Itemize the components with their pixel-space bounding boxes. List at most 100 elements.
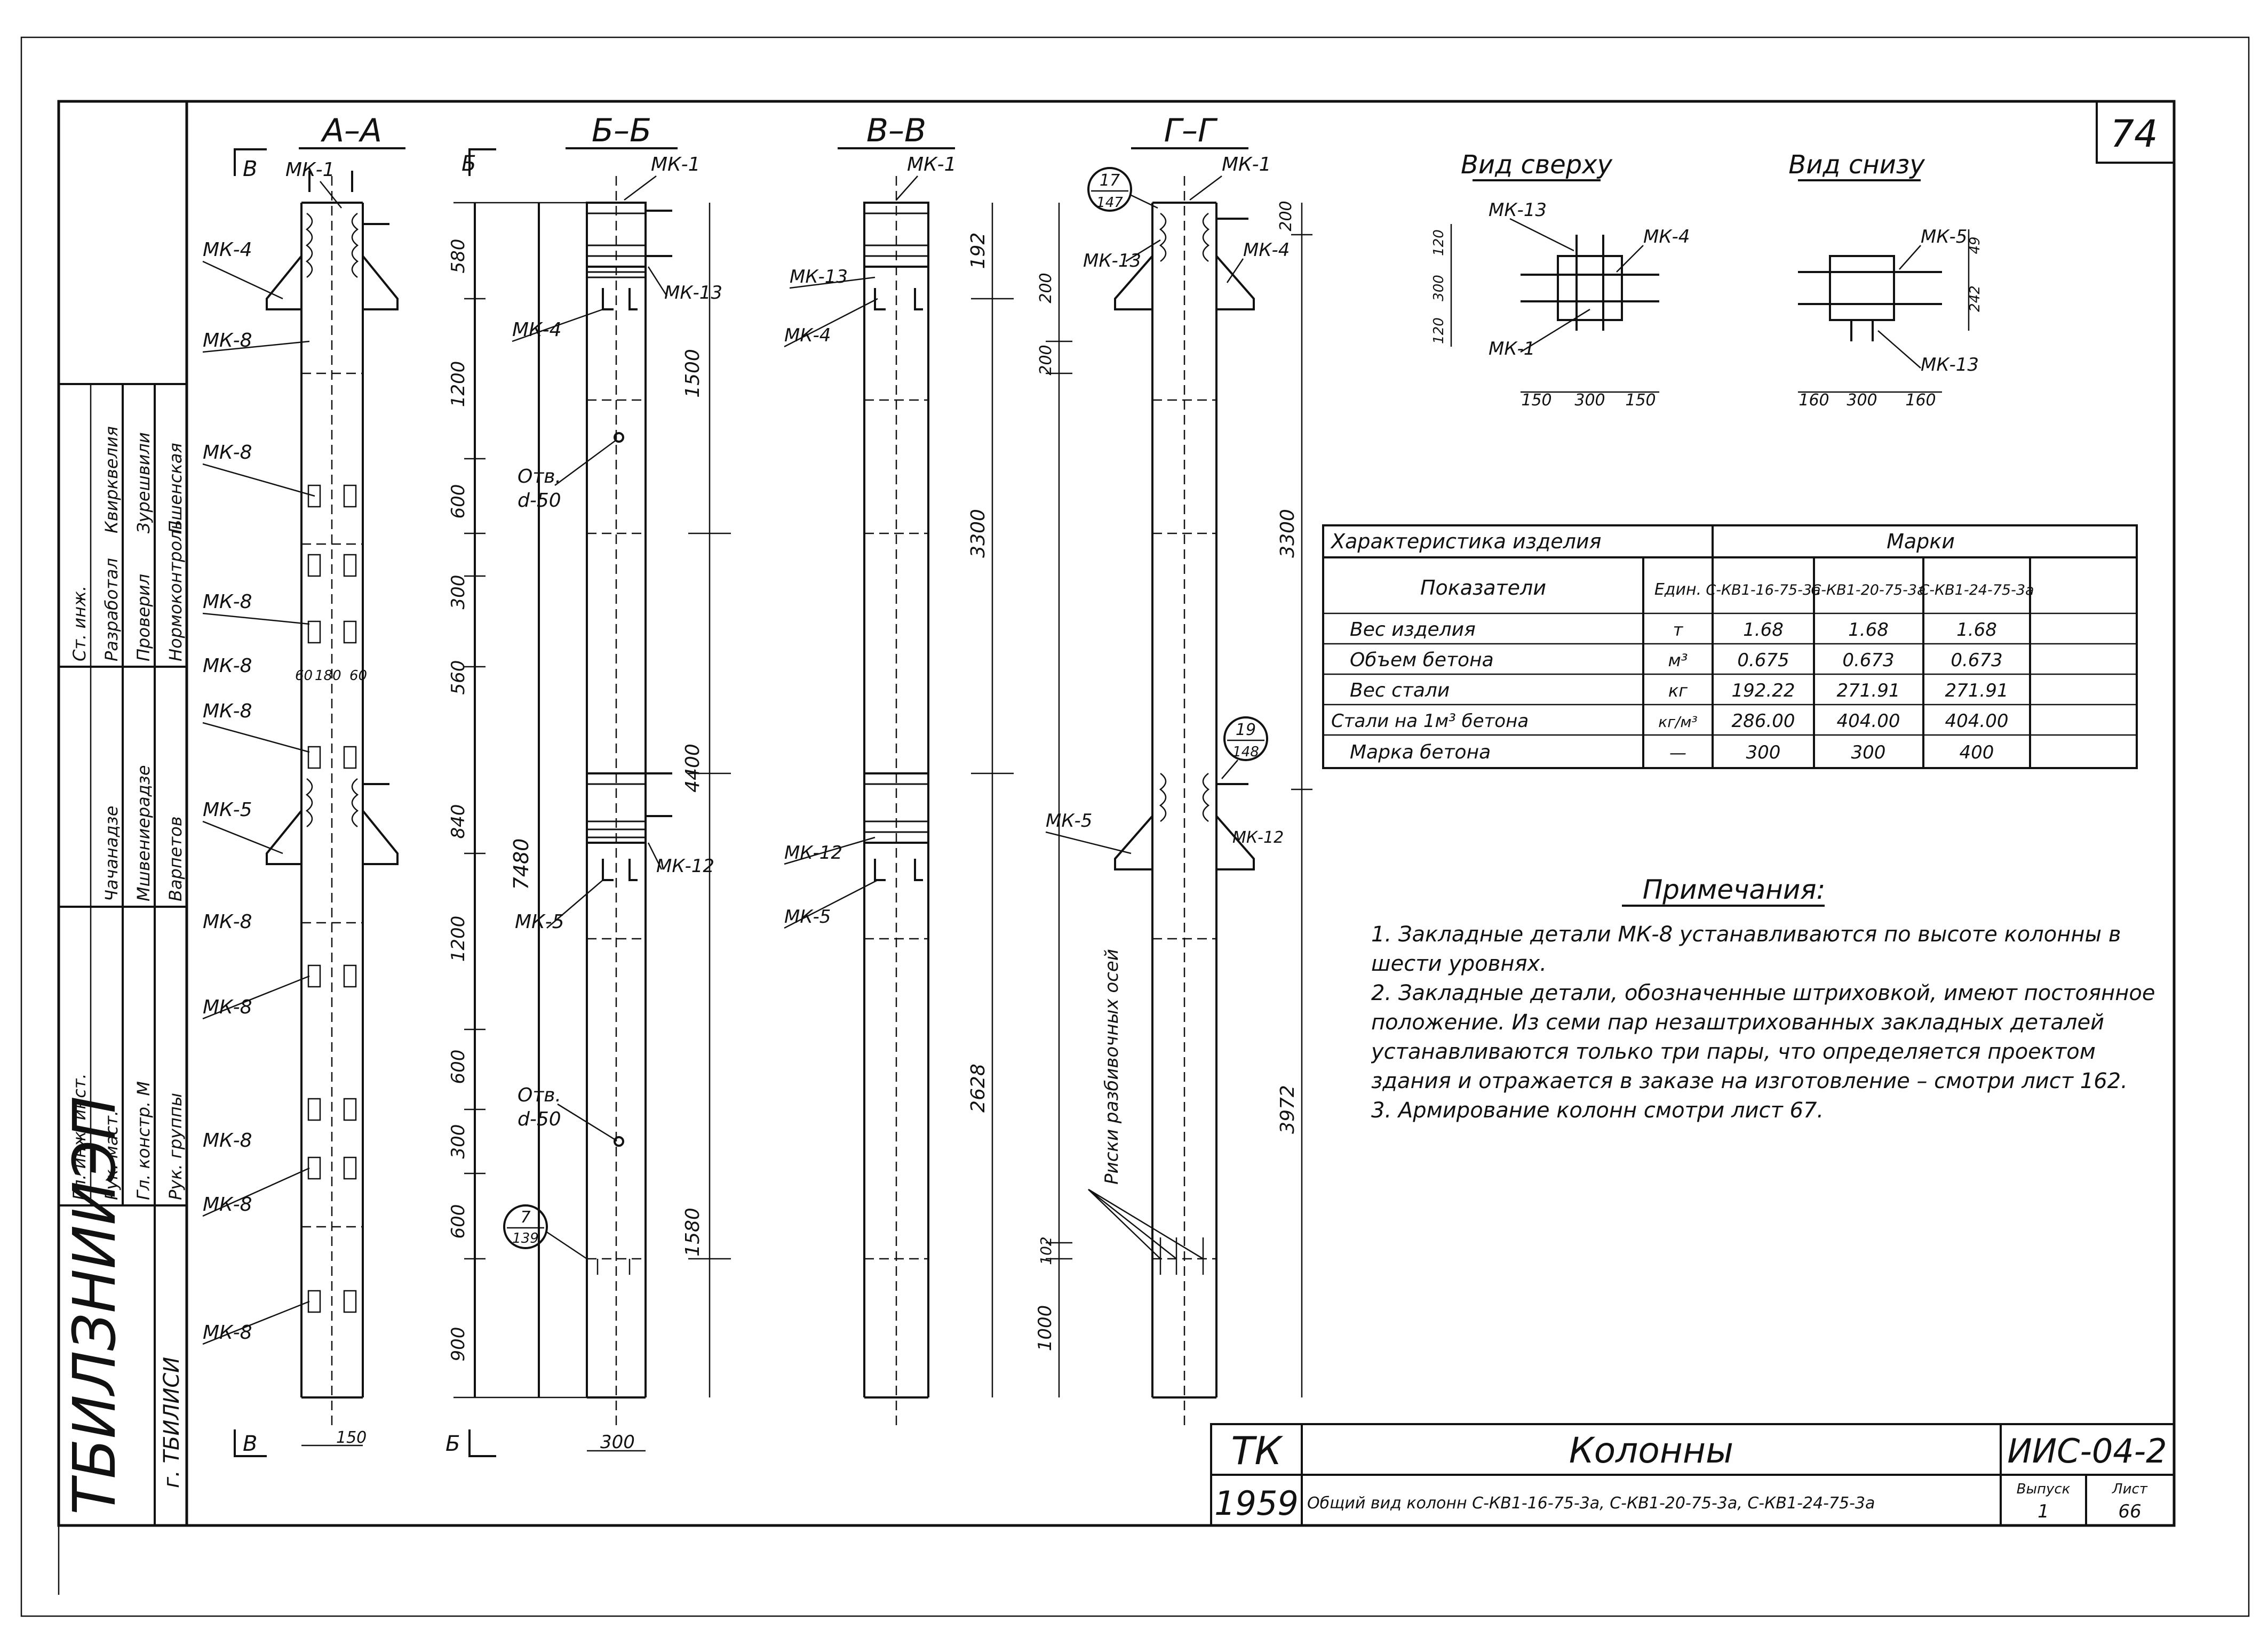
top-view-vdim-2: 120 — [1431, 317, 1447, 344]
bb-dim-3: 300 — [448, 575, 469, 610]
gg-label-mk12: МК-12 — [1232, 828, 1284, 847]
gg-dim-200-mid: 200 — [1037, 345, 1055, 375]
stamp-role-5: Рук. группы — [165, 1093, 186, 1200]
gg-label-mk1: МК-1 — [1222, 154, 1271, 175]
stamp-role-2: Рук. маст. — [101, 1110, 122, 1200]
gg-dim-3300: 3300 — [1277, 509, 1299, 558]
bb-dim-5: 840 — [448, 804, 469, 839]
bb-dim-2: 600 — [448, 484, 469, 519]
bb-label-mk5: МК-5 — [515, 911, 564, 933]
stamp-role2-3: Проверил — [133, 574, 154, 661]
aa-label-mk8-4: МК-8 — [203, 655, 252, 677]
gg-callout-19-num: 19 — [1236, 721, 1256, 739]
table-row-4-v0: 300 — [1746, 742, 1781, 763]
note-3: 3. Армирование колонн смотри лист 67. — [1371, 1098, 1824, 1123]
bb-callout-7-sheet: 139 — [512, 1231, 539, 1247]
section-bb-title: Б–Б — [592, 112, 651, 149]
table-row-3-v0: 286.00 — [1732, 710, 1795, 732]
title-block-subtitle: Общий вид колонн С-КВ1-16-75-3а, С-КВ1-2… — [1307, 1494, 1875, 1513]
title-block-code: ИИС-04-2 — [2007, 1432, 2167, 1471]
note-2: 2. Закладные детали, обозначенные штрихо… — [1371, 981, 2155, 1093]
gg-label-mk4: МК-4 — [1243, 239, 1290, 261]
bottom-view-title: Вид снизу — [1788, 150, 1925, 180]
title-block-sheet-label: Лист — [2112, 1481, 2148, 1497]
gg-label-mk5: МК-5 — [1046, 810, 1092, 832]
gg-callout-19-sheet: 148 — [1232, 744, 1259, 760]
notes-title: Примечания: — [1643, 874, 1826, 905]
table-mark-2: С-КВ1-24-75-3а — [1919, 582, 2034, 598]
bb-dim-chain: 580 1200 600 300 560 840 1200 600 300 60… — [448, 202, 598, 1399]
bb-dim-4: 560 — [448, 660, 469, 695]
inner-frame — [57, 100, 2176, 1527]
table-row-2-v1: 271.91 — [1837, 680, 1900, 701]
cut-marker-v-top: В — [243, 157, 257, 181]
bb-dim-total: 7480 — [510, 838, 533, 890]
table-row-0-unit: т — [1673, 620, 1684, 640]
title-block: ТК 1959 Колонны Общий вид колонн С-КВ1-1… — [1210, 1423, 2175, 1527]
stamp-name-2: Мшвениерадзе — [133, 765, 154, 901]
bb-dim-8: 300 — [448, 1124, 469, 1159]
stamp-org-name: ТБИЛЗНИИЭП — [60, 1096, 129, 1515]
aa-label-mk8-5: МК-8 — [203, 700, 252, 722]
table-row-0-v1: 1.68 — [1848, 619, 1889, 641]
table-mark-1: С-КВ1-20-75-3а — [1811, 582, 1925, 598]
aa-dim-150: 150 — [336, 1428, 367, 1447]
aa-label-mk8-3: МК-8 — [203, 591, 252, 613]
bb-dim-4400: 4400 — [682, 744, 704, 793]
aa-label-mk5: МК-5 — [203, 799, 252, 821]
bb-hole-1 — [614, 432, 624, 443]
stamp-role-3: Гл. констр. М — [133, 1081, 154, 1200]
aa-label-mk8-10: МК-8 — [203, 1322, 252, 1344]
table-row-3-v2: 404.00 — [1945, 710, 2009, 732]
bb-callout-7 — [503, 1204, 548, 1249]
aa-label-mk8-7: МК-8 — [203, 996, 252, 1018]
table-row-0-v0: 1.68 — [1743, 619, 1784, 641]
section-titles: А–А Б–Б В–В Г–Г — [299, 112, 1248, 149]
stamp-name-1: Чачанадзе — [101, 806, 122, 901]
vv-dim-2628: 2628 — [967, 1064, 989, 1113]
table-row-1-v0: 0.675 — [1737, 650, 1789, 671]
gg-callout-19 — [1223, 716, 1268, 761]
aa-label-mk8-2: МК-8 — [203, 442, 252, 464]
gg-label-mk13: МК-13 — [1083, 250, 1141, 271]
gg-callout-17 — [1087, 167, 1132, 212]
top-view-vdim-0: 120 — [1431, 229, 1447, 256]
stamp-city: г. ТБИЛИСИ — [160, 1357, 184, 1488]
bottom-view-dim-0: 160 — [1799, 391, 1829, 410]
table-row-1-param: Объем бетона — [1350, 649, 1494, 671]
table-row-4-v1: 300 — [1851, 742, 1886, 763]
stamp-role2-2: Разработал — [101, 558, 122, 661]
vv-label-mk1: МК-1 — [907, 154, 957, 175]
table-row-1-unit: м³ — [1668, 650, 1688, 670]
table-title-right: Марки — [1887, 530, 1955, 553]
table-col-param: Показатели — [1420, 576, 1546, 600]
title-block-title: Колонны — [1569, 1430, 1733, 1471]
bb-dim-1580: 1580 — [682, 1208, 704, 1257]
top-view-title: Вид сверху — [1461, 150, 1613, 180]
table-row-0-param: Вес изделия — [1350, 619, 1476, 641]
title-block-tk: ТК — [1231, 1428, 1283, 1473]
table-row-2-unit: кг — [1668, 681, 1688, 701]
top-view: Вид сверху МК-13 МК-4 МК-1 150 300 150 1… — [1431, 150, 1690, 410]
table-row-3-unit: кг/м³ — [1658, 713, 1697, 731]
stamp-roles: Гл. инж. инст. Рук. маст. Гл. констр. М … — [69, 426, 186, 1200]
top-view-dim-2: 150 — [1625, 391, 1656, 410]
column-vv: МК-1 МК-13 МК-4 МК-12 МК-5 192 3300 2628 — [784, 154, 1014, 1429]
table-row-4-param: Марка бетона — [1350, 741, 1491, 763]
bb-hole-2 — [614, 1136, 624, 1147]
aa-label-mk8-8: МК-8 — [203, 1130, 252, 1152]
aa-dim-60b: 60 — [349, 668, 367, 684]
top-view-mk4: МК-4 — [1643, 226, 1690, 247]
column-gg: МК-1 МК-13 МК-4 МК-5 МК-12 17 147 19 148… — [1034, 154, 1312, 1429]
table-row-2-param: Вес стали — [1350, 680, 1450, 701]
bb-dim-1500: 1500 — [682, 349, 704, 398]
vv-dim-3300: 3300 — [967, 509, 989, 558]
top-view-dim-1: 300 — [1574, 391, 1605, 410]
aa-dim-180: 180 — [315, 668, 341, 684]
table-row-1-v2: 0.673 — [1951, 650, 2002, 671]
section-aa-title: А–А — [320, 112, 382, 149]
stamp-name2-1: Квирквелия — [101, 426, 122, 533]
column-bb: 300 МК-1 МК-13 МК-4 МК-12 МК-5 Отв. d-50… — [503, 154, 731, 1453]
gg-callout-17-sheet: 147 — [1096, 195, 1123, 211]
